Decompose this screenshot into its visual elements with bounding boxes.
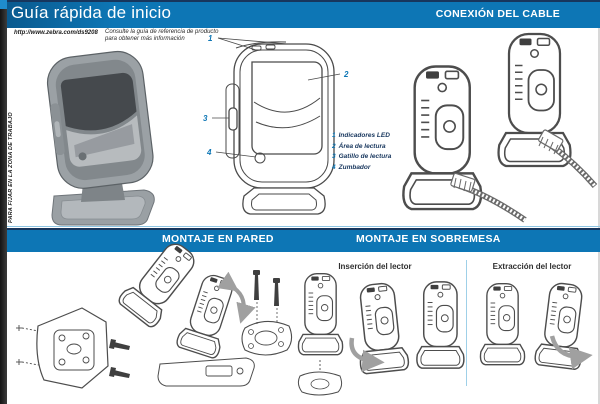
section-hairline [7,226,600,227]
corner-accent [0,0,8,9]
legend-label-3: Gatillo de lectura [338,153,392,160]
page-left-edge [0,0,7,404]
top-header-bar [7,0,600,28]
wall-mount-illustration [16,234,256,389]
insert-reader-label: Inserción del lector [338,262,412,271]
legend-num-2: 2 [332,142,336,150]
scanner-callout-diagram: 1 2 3 4 [203,34,349,215]
legend-item-4: 4 Zumbador [332,164,391,171]
diagram-callout-1: 1 [208,34,213,43]
insertion-steps-illustration [297,272,465,396]
vertical-divider [466,260,467,386]
product-url-link[interactable]: http://www.zebra.com/ds9208 [14,30,98,36]
cable-connection-illustration [402,32,598,223]
diagram-callout-3: 3 [203,114,208,123]
cable-section-title: CONEXIÓN DEL CABLE [435,8,560,20]
reference-note-line1: Consulte la guía de referencia de produc… [105,29,219,35]
legend-label-1: Indicadores LED [338,132,390,139]
side-vertical-label: PARA FIJAR EN LA ZONA DE TRABAJO [8,112,14,223]
legend-num-4: 4 [332,163,336,171]
legend-label-2: Área de lectura [338,142,386,150]
legend-num-3: 3 [332,153,336,160]
legend-num-1: 1 [332,132,336,139]
reference-note-line2: para obtener más información [105,36,185,42]
extract-reader-label: Extracción del lector [492,262,572,271]
scanner-photo-illustration [46,50,155,226]
legend-item-2: 2 Área de lectura [332,143,391,150]
legend-item-1: 1 Indicadores LED [332,132,391,139]
reference-note: Consulte la guía de referencia de produc… [105,29,218,43]
diagram-callout-4: 4 [206,148,212,157]
callout-legend: 1 Indicadores LED 2 Área de lectura 3 Ga… [332,132,391,174]
legend-label-4: Zumbador [338,163,371,171]
page-right-edge [598,0,600,404]
wall-mount-title: MONTAJE EN PARED [162,233,274,245]
diagram-callout-2: 2 [343,70,349,79]
table-mount-title: MONTAJE EN SOBREMESA [356,233,501,245]
legend-item-3: 3 Gatillo de lectura [332,153,391,160]
page-title: Guía rápida de inicio [11,3,172,22]
extraction-steps-illustration [479,280,593,371]
mounting-band [7,228,600,252]
mount-plate-screws-illustration [241,270,293,356]
